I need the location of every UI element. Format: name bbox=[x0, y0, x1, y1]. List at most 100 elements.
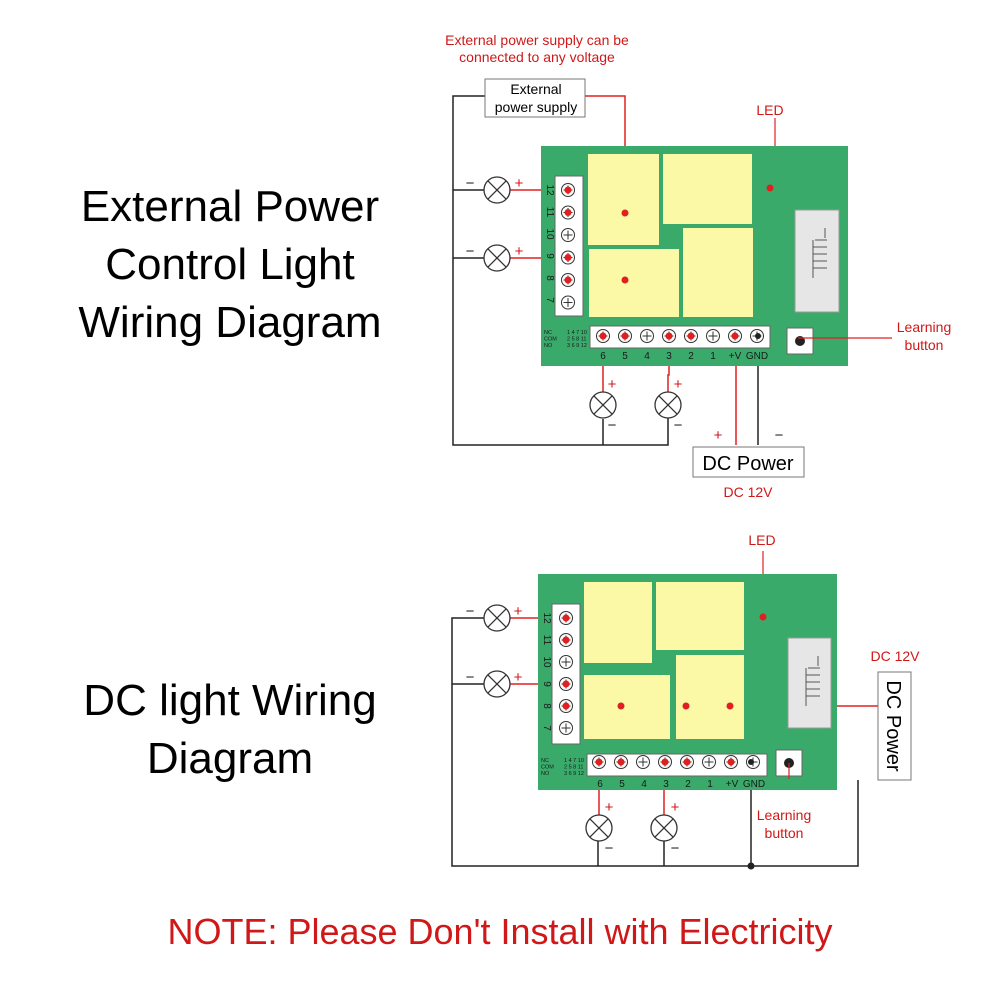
terminal-screw-cross bbox=[642, 331, 652, 341]
side-terminal-number: 11 bbox=[544, 207, 555, 218]
supply-box-line: power supply bbox=[495, 99, 578, 115]
dc-voltage-label: DC 12V bbox=[870, 648, 920, 664]
bottom-terminal-number: 4 bbox=[644, 351, 650, 362]
terminal-screw-cross bbox=[563, 298, 573, 307]
terminal-junction-dot bbox=[564, 186, 572, 194]
junction-dot bbox=[726, 702, 734, 710]
legend-row-values: 3 6 9 12 bbox=[564, 771, 584, 777]
terminal-junction-dot bbox=[661, 758, 669, 766]
bottom-terminal-number: +V bbox=[726, 779, 739, 790]
lamp-icon-cross bbox=[487, 674, 507, 694]
side-terminal-block bbox=[551, 603, 581, 745]
diagram2-title-line: Diagram bbox=[146, 734, 314, 783]
polarity-plus: + bbox=[514, 669, 523, 686]
side-terminal-number: 9 bbox=[544, 253, 555, 259]
terminal-junction-dot bbox=[731, 332, 739, 340]
polarity-plus: + bbox=[605, 799, 614, 816]
legend-row-values: 1 4 7 10 bbox=[567, 330, 587, 336]
supply-note-line: connected to any voltage bbox=[459, 49, 615, 65]
learning-label-line: button bbox=[765, 825, 804, 841]
terminal-junction-dot bbox=[599, 332, 607, 340]
polarity-plus: + bbox=[515, 243, 524, 260]
gnd-terminal-dot bbox=[748, 759, 754, 765]
side-terminal-number: 12 bbox=[541, 612, 552, 624]
led-label: LED bbox=[756, 102, 783, 118]
bottom-terminal-block bbox=[589, 325, 771, 349]
terminal-screw-cross bbox=[561, 657, 571, 667]
bottom-terminal-number: GND bbox=[743, 779, 765, 790]
lamp-icon-cross bbox=[658, 395, 678, 415]
polarity-minus: − bbox=[466, 603, 475, 620]
legend-row-values: 1 4 7 10 bbox=[564, 758, 584, 764]
polarity-plus: + bbox=[514, 603, 523, 620]
polarity-minus: − bbox=[605, 840, 614, 857]
junction-dot bbox=[621, 276, 629, 284]
terminal-junction-dot bbox=[665, 332, 673, 340]
polarity-minus: − bbox=[671, 840, 680, 857]
diagram1-title: External Power Control Light Wiring Diag… bbox=[30, 178, 430, 352]
antenna-coil bbox=[812, 228, 827, 278]
bottom-terminal-number: 2 bbox=[688, 351, 694, 362]
external-power-supply-box bbox=[484, 78, 586, 118]
side-terminal-block bbox=[554, 175, 584, 317]
relay-block bbox=[584, 675, 670, 739]
terminal-junction-dot bbox=[562, 636, 570, 644]
learning-label-line: button bbox=[905, 337, 944, 353]
junction-dot bbox=[621, 209, 629, 217]
led-indicator-dot bbox=[759, 613, 767, 621]
side-terminal-number: 12 bbox=[544, 184, 555, 196]
diagram1-title-line: Wiring Diagram bbox=[78, 298, 382, 347]
bottom-terminal-number: 5 bbox=[622, 351, 628, 362]
polarity-plus: + bbox=[515, 175, 524, 192]
dc-power-box bbox=[877, 671, 912, 781]
side-terminal-number: 9 bbox=[541, 681, 552, 687]
diagram2-title-line: DC light Wiring bbox=[83, 676, 377, 725]
bottom-terminal-number: 6 bbox=[600, 351, 606, 362]
legend-row-label: NO bbox=[544, 343, 553, 349]
bottom-terminal-number: 2 bbox=[685, 779, 691, 790]
gnd-terminal-dot bbox=[755, 333, 761, 339]
supply-box-line: External bbox=[510, 81, 561, 97]
terminal-junction-dot bbox=[564, 209, 572, 216]
lamp-icon-cross bbox=[487, 248, 507, 268]
polarity-minus: − bbox=[608, 417, 617, 434]
legend-row-values: 2 5 8 11 bbox=[564, 765, 583, 771]
junction-dot bbox=[682, 702, 690, 710]
dc-power-label: DC Power bbox=[882, 680, 904, 771]
lamp-icon-cross bbox=[487, 180, 507, 200]
terminal-screw-cross bbox=[708, 331, 718, 341]
dc-power-label: DC Power bbox=[702, 453, 793, 475]
relay-block bbox=[676, 655, 744, 739]
terminal-junction-dot bbox=[564, 276, 572, 284]
lamp-icon-cross bbox=[654, 818, 674, 838]
antenna-area bbox=[787, 637, 832, 729]
relay-block bbox=[663, 154, 752, 224]
polarity-plus: + bbox=[608, 376, 617, 393]
diagram1-title-line: Control Light bbox=[105, 240, 355, 289]
bottom-terminal-number: 4 bbox=[641, 779, 647, 790]
black-return-wire bbox=[452, 95, 669, 446]
legend-row-label: NC bbox=[541, 758, 549, 764]
bottom-terminal-number: GND bbox=[746, 351, 768, 362]
dc-power-box bbox=[692, 446, 805, 478]
side-terminal-number: 11 bbox=[541, 635, 552, 646]
polarity-minus: − bbox=[466, 243, 475, 260]
bottom-terminal-number: 6 bbox=[597, 779, 603, 790]
lamp-icon-cross bbox=[593, 395, 613, 415]
legend-row-label: COM bbox=[544, 337, 557, 343]
relay-block bbox=[683, 228, 753, 317]
black-return-wire bbox=[451, 617, 859, 867]
legend-row-label: NC bbox=[544, 330, 552, 336]
led-indicator-dot bbox=[766, 184, 774, 192]
relay-block bbox=[589, 249, 679, 317]
side-terminal-number: 10 bbox=[544, 228, 555, 240]
polarity-plus: + bbox=[674, 376, 683, 393]
bottom-terminal-number: 1 bbox=[707, 779, 713, 790]
dc-plus-sign: + bbox=[714, 427, 723, 444]
terminal-junction-dot bbox=[564, 254, 572, 261]
lamp-icon-cross bbox=[487, 608, 507, 628]
terminal-junction-dot bbox=[595, 758, 603, 766]
side-terminal-number: 7 bbox=[541, 725, 552, 731]
diagram2-title: DC light Wiring Diagram bbox=[30, 672, 430, 788]
relay-block bbox=[584, 582, 652, 663]
